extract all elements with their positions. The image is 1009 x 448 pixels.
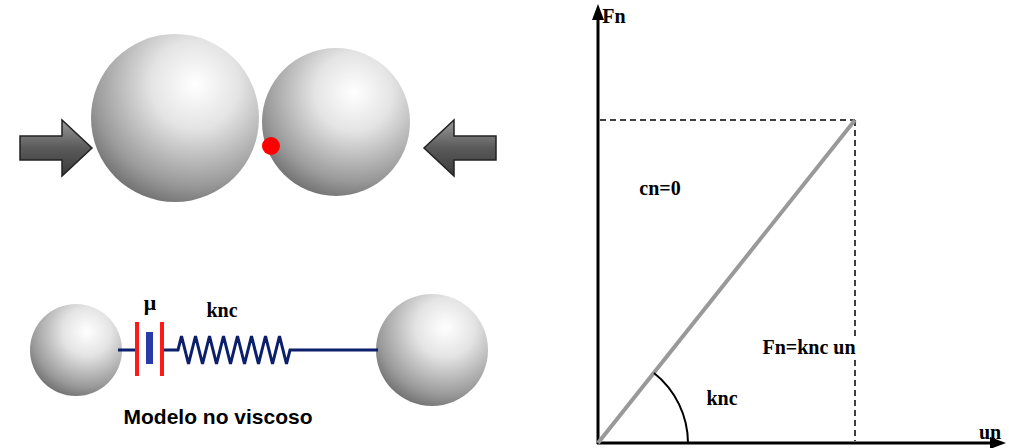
force-arrow	[424, 120, 496, 176]
small-sphere	[30, 304, 122, 396]
force-arrow	[20, 120, 92, 176]
link-line	[118, 349, 136, 352]
axis-arrowhead	[592, 4, 604, 20]
dashed-guide	[600, 119, 855, 121]
large-sphere	[91, 34, 259, 202]
x-axis	[597, 442, 996, 445]
contact-point	[262, 137, 280, 155]
equation-label: Fn=knc un	[760, 336, 857, 358]
small-sphere	[262, 48, 410, 196]
slope-arc	[654, 373, 688, 443]
friction-plate	[160, 322, 164, 376]
slope-label: knc	[706, 388, 737, 408]
spring-symbol	[164, 336, 298, 364]
y-axis	[597, 14, 600, 444]
mu-label: μ	[144, 292, 156, 314]
friction-slider	[146, 332, 153, 364]
large-sphere	[376, 294, 488, 406]
friction-plate	[135, 322, 139, 376]
damping-label: cn=0	[639, 178, 680, 198]
model-caption: Modelo no viscoso	[123, 406, 312, 427]
force-line	[598, 120, 855, 443]
axis-label: un	[979, 422, 1001, 442]
dashed-guide	[854, 120, 856, 441]
axis-label: Fn	[602, 6, 625, 26]
spring-label: knc	[206, 300, 237, 320]
link-line	[298, 349, 378, 352]
